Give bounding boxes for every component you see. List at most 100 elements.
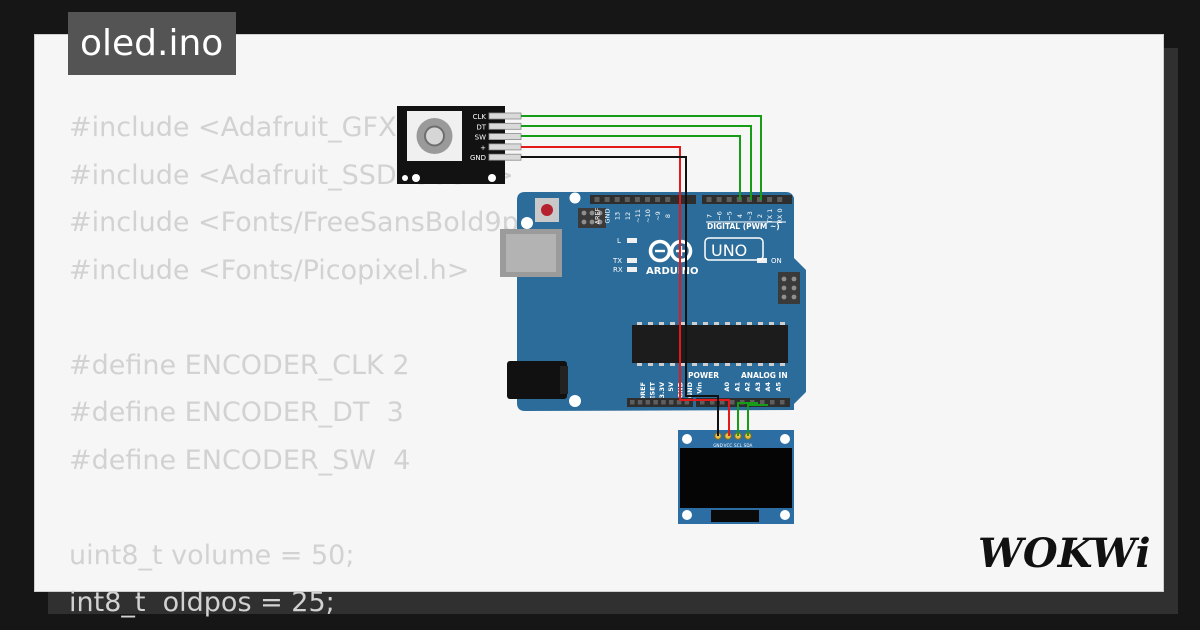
led-tx <box>627 258 637 263</box>
encoder-pin-label: CLK <box>473 113 487 121</box>
analog-header-pin[interactable] <box>710 400 715 405</box>
digital-pin[interactable] <box>716 197 722 202</box>
digital-pin-label: 8 <box>664 214 672 218</box>
arduino-model: UNO <box>711 241 747 260</box>
code-line: uint8_t volume = 50; <box>69 539 355 571</box>
analog-pin-label: A4 <box>764 382 772 392</box>
encoder-pin[interactable] <box>488 133 522 141</box>
svg-text:WOKWi: WOKWi <box>978 530 1151 577</box>
encoder-pin[interactable] <box>488 143 522 151</box>
digital-pin[interactable] <box>604 197 610 202</box>
analog-pin-label: A5 <box>775 382 783 392</box>
wire-dt <box>521 125 752 200</box>
analog-pin-label: A0 <box>723 382 731 392</box>
power-pin-label: Vin <box>695 382 703 394</box>
encoder-pin[interactable] <box>488 153 522 161</box>
oled-pin-label: SCL <box>734 443 743 448</box>
code-line: #define ENCODER_CLK 2 <box>69 349 410 381</box>
svg-text:TX: TX <box>612 257 622 265</box>
digital-pin[interactable] <box>767 197 773 202</box>
digital-pin[interactable] <box>645 197 650 202</box>
mount-hole <box>569 192 581 204</box>
wire-gnd <box>521 156 719 436</box>
analog-header-pin[interactable] <box>760 400 765 405</box>
digital-pin[interactable] <box>706 197 712 202</box>
digital-pin-label: 12 <box>624 212 632 220</box>
digital-pin[interactable] <box>634 197 640 202</box>
code-line: #include <Fonts/Picopixel.h> <box>69 254 470 286</box>
power-label: POWER <box>688 371 719 380</box>
digital-pin[interactable] <box>624 197 630 202</box>
analog-header-pin[interactable] <box>730 400 735 405</box>
digital-pin-label: AREF <box>594 207 602 224</box>
digital-pin[interactable] <box>757 197 762 202</box>
wires <box>521 115 768 436</box>
digital-pin-label: ~11 <box>634 209 642 223</box>
analog-header-pin[interactable] <box>720 400 725 405</box>
digital-pin-label: GND <box>604 209 612 224</box>
analog-pin-label: A3 <box>754 382 762 392</box>
led-on <box>757 258 767 263</box>
digital-pin-label: TX 1 <box>766 209 774 225</box>
code-line: int8_t oldpos = 25; <box>69 587 335 618</box>
encoder-pin[interactable] <box>488 122 522 130</box>
encoder-pin[interactable] <box>488 112 522 120</box>
wire-scl <box>737 402 758 436</box>
power-header-pin[interactable] <box>645 400 651 405</box>
power-pin-label: RESET <box>648 381 656 405</box>
power-header-pin[interactable] <box>684 400 690 405</box>
icsp-header-2 <box>778 272 800 304</box>
power-header-pin[interactable] <box>653 400 658 405</box>
wire-sw <box>521 135 741 200</box>
digital-pin-label: ~10 <box>644 209 652 223</box>
arduino-brand: ARDUINO <box>646 266 698 277</box>
digital-label: DIGITAL (PWM ~) <box>707 222 780 231</box>
led-rx <box>627 267 637 272</box>
code-line: #define ENCODER_SW 4 <box>69 444 411 476</box>
power-header-pin[interactable] <box>661 400 666 405</box>
power-header-pin[interactable] <box>630 400 635 405</box>
led-l <box>627 238 637 243</box>
wokwi-logo: WOKWi <box>978 530 1151 577</box>
digital-pin-label: RX 0 <box>776 208 784 223</box>
svg-text:L: L <box>617 237 621 245</box>
power-pin-label: 3.3V <box>658 382 666 399</box>
power-header <box>627 398 693 407</box>
icsp-header-1 <box>578 208 606 228</box>
microcontroller-chip <box>632 325 788 363</box>
wire-vcc <box>521 146 730 436</box>
power-pin-label: IOREF <box>639 382 647 404</box>
analog-header-pin[interactable] <box>700 400 705 405</box>
digital-pin[interactable] <box>665 197 671 202</box>
mount-hole <box>521 217 533 229</box>
power-header-pin[interactable] <box>676 400 682 405</box>
digital-pin[interactable] <box>746 197 752 202</box>
digital-pin[interactable] <box>655 197 661 202</box>
analog-header-pin[interactable] <box>780 400 785 405</box>
mount-hole <box>569 395 581 407</box>
digital-pin-label: 2 <box>756 214 764 218</box>
encoder-pin-label: GND <box>470 154 486 162</box>
digital-pin[interactable] <box>594 197 600 202</box>
analog-header-pin[interactable] <box>770 400 775 405</box>
digital-pin[interactable] <box>777 197 783 202</box>
power-header-pin[interactable] <box>637 400 643 405</box>
digital-pin-label: ~6 <box>716 211 724 221</box>
power-pin-label: GND <box>686 381 694 398</box>
oled-pin-label: SDA <box>744 443 753 448</box>
power-jack <box>507 361 567 399</box>
digital-pin-label: ~5 <box>726 211 734 221</box>
digital-pin[interactable] <box>614 197 620 202</box>
encoder-pin-label: SW <box>475 134 486 142</box>
encoder-pin-label: + <box>480 144 486 152</box>
digital-pin-label: 4 <box>736 214 744 218</box>
power-header-pin[interactable] <box>669 400 674 405</box>
svg-text:RX: RX <box>613 266 623 274</box>
digital-pin[interactable] <box>726 197 732 202</box>
analog-label: ANALOG IN <box>741 371 788 380</box>
power-pin-label: 5V <box>667 382 675 392</box>
